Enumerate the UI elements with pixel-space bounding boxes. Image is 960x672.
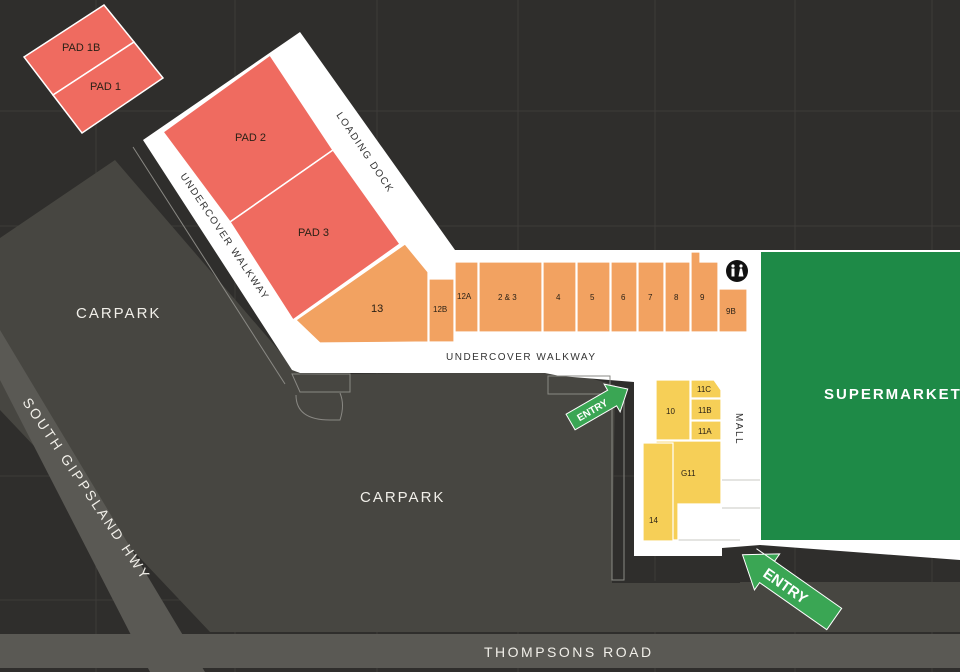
kerb-shape — [291, 373, 351, 393]
carpark-left-label: CARPARK — [76, 305, 161, 322]
shop-10-shape[interactable] — [655, 379, 691, 441]
shop-13-group[interactable]: 13 — [295, 243, 429, 344]
shop-6-shape[interactable] — [610, 261, 638, 333]
supermarket-label: SUPERMARKET — [824, 386, 960, 403]
undercover-walkway-top-label: UNDERCOVER WALKWAY — [446, 352, 597, 363]
shop-10-group[interactable]: 10 — [655, 379, 691, 441]
shop-14-group[interactable]: 14 — [642, 442, 674, 542]
shop-9-group[interactable]: 9 — [690, 251, 719, 333]
supermarket-shape[interactable] — [761, 252, 960, 540]
shop-9-shape[interactable] — [690, 251, 719, 333]
shop-11b-label: 11B — [698, 406, 712, 415]
pad-1-shape[interactable] — [51, 41, 165, 135]
shop-2-3-label: 2 & 3 — [498, 293, 517, 302]
kerb-shape-2 — [295, 392, 343, 421]
pad-2-label: PAD 2 — [235, 132, 266, 144]
shop-9b-group[interactable]: 9B — [718, 288, 748, 333]
shop-9b-shape[interactable] — [718, 288, 748, 333]
shop-8-shape[interactable] — [664, 261, 691, 333]
shop-8-label: 8 — [674, 293, 679, 302]
thompsons-road — [0, 634, 960, 668]
shop-12a-group[interactable]: 12A — [454, 261, 479, 333]
shop-7-shape[interactable] — [637, 261, 665, 333]
shop-8-group[interactable]: 8 — [664, 261, 691, 333]
shop-9-label: 9 — [700, 293, 705, 302]
shop-5-label: 5 — [590, 293, 595, 302]
shop-11b-group[interactable]: 11B — [690, 398, 722, 421]
pad-3-label: PAD 3 — [298, 227, 329, 239]
shop-7-group[interactable]: 7 — [637, 261, 665, 333]
mall-label: MALL — [733, 413, 744, 445]
shop-6-label: 6 — [621, 293, 626, 302]
shop-7-label: 7 — [648, 293, 653, 302]
shop-12b-shape[interactable] — [428, 278, 455, 343]
pad-1b-label: PAD 1B — [62, 42, 100, 54]
south-gippsland-hwy-road — [0, 330, 205, 672]
shop-4-shape[interactable] — [542, 261, 577, 333]
pad-1-group[interactable]: PAD 1 — [51, 41, 165, 135]
shop-12a-shape[interactable] — [454, 261, 479, 333]
shop-2-3-group[interactable]: 2 & 3 — [478, 261, 543, 333]
carpark-left-area — [0, 160, 960, 632]
shop-11c-shape[interactable] — [690, 379, 722, 399]
shop-6-group[interactable]: 6 — [610, 261, 638, 333]
shop-g11-label: G11 — [681, 469, 696, 478]
shop-4-label: 4 — [556, 293, 561, 302]
walkway-outline — [132, 146, 286, 385]
shop-12a-label: 12A — [457, 292, 472, 301]
shop-14-shape-b[interactable] — [642, 442, 674, 542]
shop-11c-label: 11C — [697, 385, 711, 394]
shop-4-group[interactable]: 4 — [542, 261, 577, 333]
shop-11a-shape[interactable] — [690, 420, 722, 441]
thompsons-road-label: THOMPSONS ROAD — [484, 644, 654, 660]
shop-10-label: 10 — [666, 407, 675, 416]
shop-14-label: 14 — [649, 516, 658, 525]
entry-arrow-2-shape[interactable] — [730, 537, 847, 637]
shop-11b-shape[interactable] — [690, 398, 722, 421]
shop-5-shape[interactable] — [576, 261, 611, 333]
shop-2-3-shape[interactable] — [478, 261, 543, 333]
mall-lines — [678, 479, 760, 541]
shop-5-group[interactable]: 5 — [576, 261, 611, 333]
shop-13-shape[interactable] — [295, 243, 429, 344]
shop-9b-label: 9B — [726, 307, 736, 316]
carpark-center-label: CARPARK — [360, 489, 445, 506]
shop-13-label: 13 — [371, 303, 383, 315]
pad-3-group[interactable]: PAD 3 — [228, 148, 402, 322]
pad-3-shape[interactable] — [228, 148, 402, 322]
shop-12b-group[interactable]: 12B — [428, 278, 455, 343]
shop-11a-group[interactable]: 11A — [690, 420, 722, 441]
pad-1-label: PAD 1 — [90, 81, 121, 93]
shop-11c-group[interactable]: 11C — [690, 379, 722, 399]
restroom-icon — [726, 260, 748, 282]
shop-11a-label: 11A — [698, 427, 712, 436]
shop-12b-label: 12B — [433, 305, 447, 314]
supermarket-group[interactable]: SUPERMARKET — [761, 252, 960, 540]
entry-arrow-1-shape[interactable] — [563, 375, 636, 436]
